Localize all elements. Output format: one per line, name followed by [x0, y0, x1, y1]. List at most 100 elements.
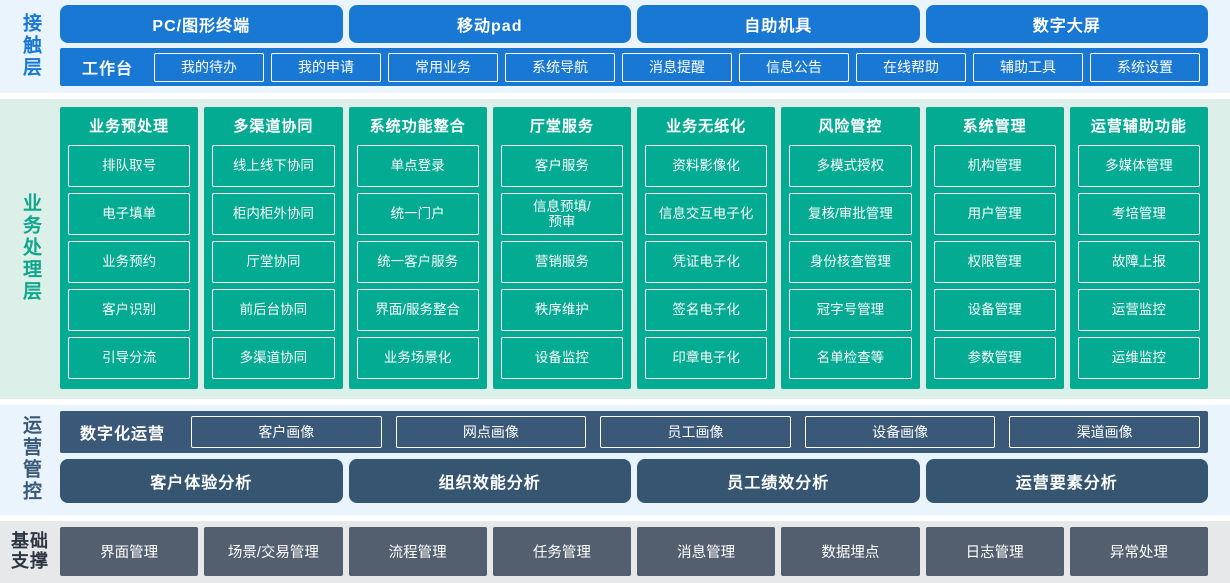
base-support-layer-body: 界面管理 场景/交易管理 流程管理 任务管理 消息管理 数据埋点 日志管理 异常… [60, 527, 1230, 576]
portrait-item-branch[interactable]: 网点画像 [395, 416, 587, 448]
business-item[interactable]: 秩序维护 [500, 289, 623, 331]
workbench-item-message-alert[interactable]: 消息提醒 [622, 52, 733, 82]
layer-gap-3 [0, 515, 1230, 521]
workbench-item-my-application[interactable]: 我的申请 [271, 52, 382, 82]
business-item[interactable]: 厅堂协同 [212, 241, 335, 283]
column-title: 系统功能整合 [369, 118, 466, 135]
business-item[interactable]: 多媒体管理 [1077, 145, 1200, 187]
business-item[interactable]: 客户服务 [500, 145, 623, 187]
contact-layer-body: PC/图形终端 移动pad 自助机具 数字大屏 工作台 我的待办 我的申请 常用… [60, 5, 1230, 87]
business-item[interactable]: 设备监控 [500, 337, 623, 379]
column-title: 多渠道协同 [233, 118, 314, 135]
business-item[interactable]: 身份核查管理 [789, 241, 912, 283]
business-item[interactable]: 设备管理 [933, 289, 1056, 331]
base-item-log-management[interactable]: 日志管理 [925, 527, 1064, 576]
business-item[interactable]: 客户识别 [68, 289, 191, 331]
column-title: 系统管理 [962, 118, 1027, 135]
contact-layer: 接触层 PC/图形终端 移动pad 自助机具 数字大屏 工作台 我的待办 我的申… [0, 0, 1230, 93]
column-title: 风险管控 [818, 118, 883, 135]
business-item[interactable]: 运营监控 [1077, 289, 1200, 331]
business-item[interactable]: 线上线下协同 [212, 145, 335, 187]
base-support-row: 界面管理 场景/交易管理 流程管理 任务管理 消息管理 数据埋点 日志管理 异常… [60, 527, 1208, 576]
workbench-item-system-nav[interactable]: 系统导航 [505, 52, 616, 82]
base-item-scenario-transaction-management[interactable]: 场景/交易管理 [204, 527, 343, 576]
layer-gap-2 [0, 399, 1230, 405]
terminal-card-pc[interactable]: PC/图形终端 [60, 5, 343, 43]
business-item[interactable]: 单点登录 [356, 145, 479, 187]
business-column-lobby-service: 厅堂服务 客户服务 信息预填/预审 营销服务 秩序维护 设备监控 [492, 107, 631, 389]
terminal-card-self-service[interactable]: 自助机具 [637, 5, 920, 43]
business-item[interactable]: 签名电子化 [645, 289, 768, 331]
business-item[interactable]: 营销服务 [500, 241, 623, 283]
business-item[interactable]: 柜内柜外协同 [212, 193, 335, 235]
business-item[interactable]: 复核/审批管理 [789, 193, 912, 235]
workbench-item-online-help[interactable]: 在线帮助 [856, 52, 967, 82]
business-column-system-integration: 系统功能整合 单点登录 统一门户 统一客户服务 界面/服务整合 业务场景化 [348, 107, 487, 389]
business-item[interactable]: 统一门户 [356, 193, 479, 235]
terminal-card-digital-screen[interactable]: 数字大屏 [925, 5, 1208, 43]
portrait-item-channel[interactable]: 渠道画像 [1009, 416, 1200, 448]
base-item-message-management[interactable]: 消息管理 [637, 527, 776, 576]
business-column-multichannel: 多渠道协同 线上线下协同 柜内柜外协同 厅堂协同 前后台协同 多渠道协同 [204, 107, 343, 389]
business-item[interactable]: 统一客户服务 [356, 241, 479, 283]
terminal-card-mobile-pad[interactable]: 移动pad [348, 5, 631, 43]
workbench-item-aux-tools[interactable]: 辅助工具 [973, 52, 1084, 82]
business-item[interactable]: 凭证电子化 [645, 241, 768, 283]
business-item[interactable]: 信息预填/预审 [500, 193, 623, 235]
business-item[interactable]: 故障上报 [1077, 241, 1200, 283]
business-item[interactable]: 名单检查等 [789, 337, 912, 379]
analysis-card-employee-performance[interactable]: 员工绩效分析 [637, 459, 920, 503]
business-column-preprocess: 业务预处理 排队取号 电子填单 业务预约 客户识别 引导分流 [60, 107, 199, 389]
business-item[interactable]: 业务场景化 [356, 337, 479, 379]
business-item[interactable]: 机构管理 [933, 145, 1056, 187]
business-layer: 业务处理层 业务预处理 排队取号 电子填单 业务预约 客户识别 引导分流 多渠道… [0, 99, 1230, 399]
workbench-title: 工作台 [82, 61, 134, 78]
business-item[interactable]: 排队取号 [68, 145, 191, 187]
business-column-paperless: 业务无纸化 资料影像化 信息交互电子化 凭证电子化 签名电子化 印章电子化 [637, 107, 776, 389]
business-item[interactable]: 前后台协同 [212, 289, 335, 331]
base-support-layer-label: 基础 支撑 [0, 527, 60, 576]
business-item[interactable]: 电子填单 [68, 193, 191, 235]
workbench-item-announcement[interactable]: 信息公告 [739, 52, 850, 82]
portrait-item-device[interactable]: 设备画像 [804, 416, 996, 448]
business-item[interactable]: 多渠道协同 [212, 337, 335, 379]
business-item[interactable]: 权限管理 [933, 241, 1056, 283]
business-item[interactable]: 界面/服务整合 [356, 289, 479, 331]
base-support-layer: 基础 支撑 界面管理 场景/交易管理 流程管理 任务管理 消息管理 数据埋点 日… [0, 521, 1230, 583]
business-layer-label-text: 业务处理层 [19, 193, 41, 303]
business-item[interactable]: 多模式授权 [789, 145, 912, 187]
analysis-card-customer-experience[interactable]: 客户体验分析 [60, 459, 343, 503]
portrait-item-customer[interactable]: 客户画像 [191, 416, 382, 448]
workbench-item-common-business[interactable]: 常用业务 [388, 52, 499, 82]
business-item[interactable]: 印章电子化 [645, 337, 768, 379]
digital-operations-title: 数字化运营 [80, 426, 166, 443]
business-item[interactable]: 资料影像化 [645, 145, 768, 187]
column-title: 厅堂服务 [529, 118, 594, 135]
base-item-process-management[interactable]: 流程管理 [348, 527, 487, 576]
base-item-task-management[interactable]: 任务管理 [492, 527, 631, 576]
business-column-operation-assist: 运营辅助功能 多媒体管理 考培管理 故障上报 运营监控 运维监控 [1069, 107, 1208, 389]
layer-gap-1 [0, 93, 1230, 99]
portrait-item-employee[interactable]: 员工画像 [600, 416, 791, 448]
analysis-card-org-efficiency[interactable]: 组织效能分析 [348, 459, 631, 503]
operations-layer-label-text: 运营管控 [19, 415, 41, 503]
business-item[interactable]: 信息交互电子化 [645, 193, 768, 235]
business-item[interactable]: 引导分流 [68, 337, 191, 379]
column-title: 业务预处理 [89, 118, 170, 135]
base-item-exception-handling[interactable]: 异常处理 [1069, 527, 1208, 576]
base-support-label-line1: 基础 [11, 530, 49, 551]
business-item[interactable]: 参数管理 [933, 337, 1056, 379]
workbench-item-my-todo[interactable]: 我的待办 [154, 52, 265, 82]
business-layer-label: 业务处理层 [0, 107, 60, 389]
workbench-item-system-settings[interactable]: 系统设置 [1090, 52, 1201, 82]
business-item[interactable]: 用户管理 [933, 193, 1056, 235]
business-item[interactable]: 运维监控 [1077, 337, 1200, 379]
analysis-card-operation-factors[interactable]: 运营要素分析 [925, 459, 1208, 503]
business-item[interactable]: 考培管理 [1077, 193, 1200, 235]
analysis-row: 客户体验分析 组织效能分析 员工绩效分析 运营要素分析 [60, 459, 1208, 503]
business-item[interactable]: 冠字号管理 [789, 289, 912, 331]
base-item-ui-management[interactable]: 界面管理 [60, 527, 199, 576]
base-item-data-tracking[interactable]: 数据埋点 [781, 527, 920, 576]
business-item[interactable]: 业务预约 [68, 241, 191, 283]
